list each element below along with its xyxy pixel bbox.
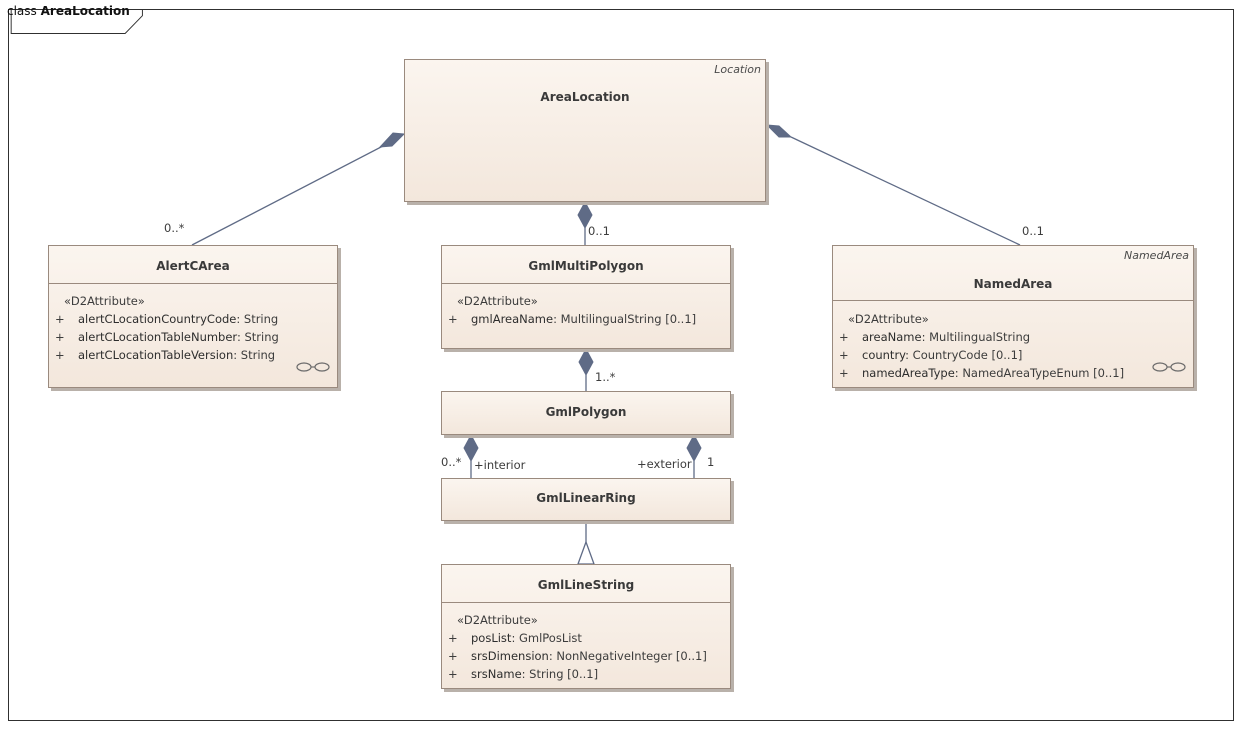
attribute-row: +country: CountryCode [0..1] [839, 348, 1023, 362]
link-chain-icon [1152, 362, 1186, 372]
attribute-row: +alertCLocationTableNumber: String [55, 330, 279, 344]
class-parent-label: NamedArea [1124, 249, 1189, 262]
attribute-row: +srsDimension: NonNegativeInteger [0..1] [448, 649, 707, 663]
multiplicity-polygon: 1..* [595, 370, 616, 384]
attribute-row: +gmlAreaName: MultilingualString [0..1] [448, 312, 697, 326]
stereotype-label: «D2Attribute» [848, 312, 929, 326]
edge-alertcarea-arealocation [191, 145, 384, 246]
role-exterior: +exterior [637, 457, 692, 471]
multiplicity-multipolygon: 0..1 [588, 224, 610, 238]
stereotype-label: «D2Attribute» [64, 294, 145, 308]
attribute-row: +areaName: MultilingualString [839, 330, 1031, 344]
class-area-location[interactable]: Location AreaLocation [404, 59, 766, 202]
composition-diamond-exterior [686, 433, 702, 463]
class-title: GmlPolygon [545, 405, 627, 419]
frame-title: class AreaLocation [7, 4, 130, 18]
multiplicity-exterior: 1 [707, 455, 715, 469]
class-gml-polygon[interactable]: GmlPolygon [441, 391, 731, 435]
attribute-row: +alertCLocationCountryCode: String [55, 312, 279, 326]
class-named-area[interactable]: NamedArea NamedArea «D2Attribute» +areaN… [832, 245, 1194, 388]
class-title: GmlLineString [537, 578, 635, 592]
composition-diamond-polygon [578, 347, 594, 377]
role-interior: +interior [474, 458, 526, 472]
stereotype-label: «D2Attribute» [457, 613, 538, 627]
stereotype-label: «D2Attribute» [457, 294, 538, 308]
class-title: GmlMultiPolygon [528, 259, 644, 273]
class-title: AlertCArea [156, 259, 230, 273]
class-gml-multi-polygon[interactable]: GmlMultiPolygon «D2Attribute» +gmlAreaNa… [441, 245, 731, 349]
composition-diamond-namedarea [765, 124, 793, 138]
diagram-frame [8, 9, 1234, 721]
composition-diamond-multipolygon [577, 200, 593, 230]
frame-name: AreaLocation [40, 4, 130, 18]
frame-tab [10, 9, 143, 34]
multiplicity-interior: 0..* [441, 455, 462, 469]
multiplicity-alertcarea: 0..* [164, 221, 185, 235]
edge-namedarea-arealocation [790, 136, 1021, 246]
frame-keyword: class [7, 4, 37, 18]
class-title: NamedArea [973, 277, 1053, 291]
link-chain-icon [296, 362, 330, 372]
attribute-row: +alertCLocationTableVersion: String [55, 348, 276, 362]
class-gml-linear-ring[interactable]: GmlLinearRing [441, 478, 731, 521]
composition-diamond-interior [463, 433, 479, 463]
class-title: GmlLinearRing [536, 491, 636, 505]
multiplicity-namedarea: 0..1 [1022, 224, 1044, 238]
class-alertc-area[interactable]: AlertCArea «D2Attribute» +alertCLocation… [48, 245, 338, 388]
attribute-row: +srsName: String [0..1] [448, 667, 599, 681]
attribute-row: +namedAreaType: NamedAreaTypeEnum [0..1] [839, 366, 1125, 380]
class-gml-line-string[interactable]: GmlLineString «D2Attribute» +posList: Gm… [441, 564, 731, 689]
class-title: AreaLocation [540, 90, 630, 104]
class-parent-label: Location [714, 63, 761, 76]
composition-diamond-alertcarea [378, 132, 406, 148]
attribute-row: +posList: GmlPosList [448, 631, 582, 645]
generalization-arrow [577, 540, 595, 565]
